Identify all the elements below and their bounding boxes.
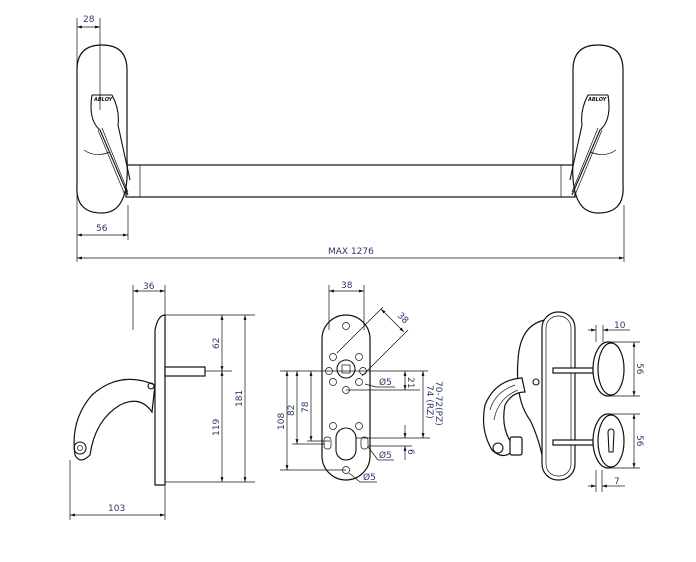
dim-28: 28 <box>83 15 95 25</box>
handle-body <box>516 319 546 471</box>
spindle <box>164 366 206 377</box>
dim-hole-upper: Ø5 <box>379 377 392 388</box>
dim-119: 119 <box>212 419 222 436</box>
dim-56-escutcheon: 56 <box>634 435 644 447</box>
dim-56: 56 <box>96 224 108 234</box>
logo-right: ABLOY <box>587 97 608 103</box>
dim-7: 7 <box>614 477 620 487</box>
top-view: ABLOY ABLOY 28 56 MAX 1276 <box>76 15 625 262</box>
dim-62: 62 <box>212 338 222 349</box>
dim-70-72-pz: 70-72(PZ) <box>433 381 443 426</box>
dim-6: 6 <box>405 449 415 455</box>
dim-108: 108 <box>277 413 287 430</box>
dim-hole-middle: Ø5 <box>379 450 392 461</box>
dim-max-length: MAX 1276 <box>328 247 374 257</box>
spindle-lower <box>552 439 594 446</box>
dim-82: 82 <box>287 405 297 416</box>
dim-78: 78 <box>301 401 311 413</box>
left-handle: ABLOY <box>76 44 131 214</box>
dim-10: 10 <box>614 321 626 331</box>
dim-36: 36 <box>143 282 155 292</box>
dim-103: 103 <box>108 504 125 514</box>
dim-hole-lower: Ø5 <box>363 472 376 483</box>
plate-view: 38 38 108 82 78 21 6 74 (RZ) 70-72(PZ) Ø… <box>277 281 443 483</box>
lever-perspective <box>482 377 526 457</box>
dim-21: 21 <box>405 377 415 388</box>
dim-74-rz: 74 (RZ) <box>424 385 434 419</box>
perspective-plate <box>541 311 576 481</box>
logo-left: ABLOY <box>93 97 114 103</box>
spindle-upper <box>552 367 594 374</box>
lever-handle <box>73 378 156 461</box>
push-bar <box>125 164 576 198</box>
dim-56-rosette: 56 <box>634 363 644 375</box>
cylinder-cutout <box>335 427 357 461</box>
dim-181: 181 <box>235 390 245 407</box>
dim-38: 38 <box>341 281 353 291</box>
side-view: 36 62 119 181 103 <box>69 282 255 520</box>
right-handle <box>569 44 624 214</box>
perspective-view: 10 56 56 7 <box>482 311 644 492</box>
dim-38-diagonal: 38 <box>395 311 410 326</box>
back-plate <box>321 314 371 481</box>
